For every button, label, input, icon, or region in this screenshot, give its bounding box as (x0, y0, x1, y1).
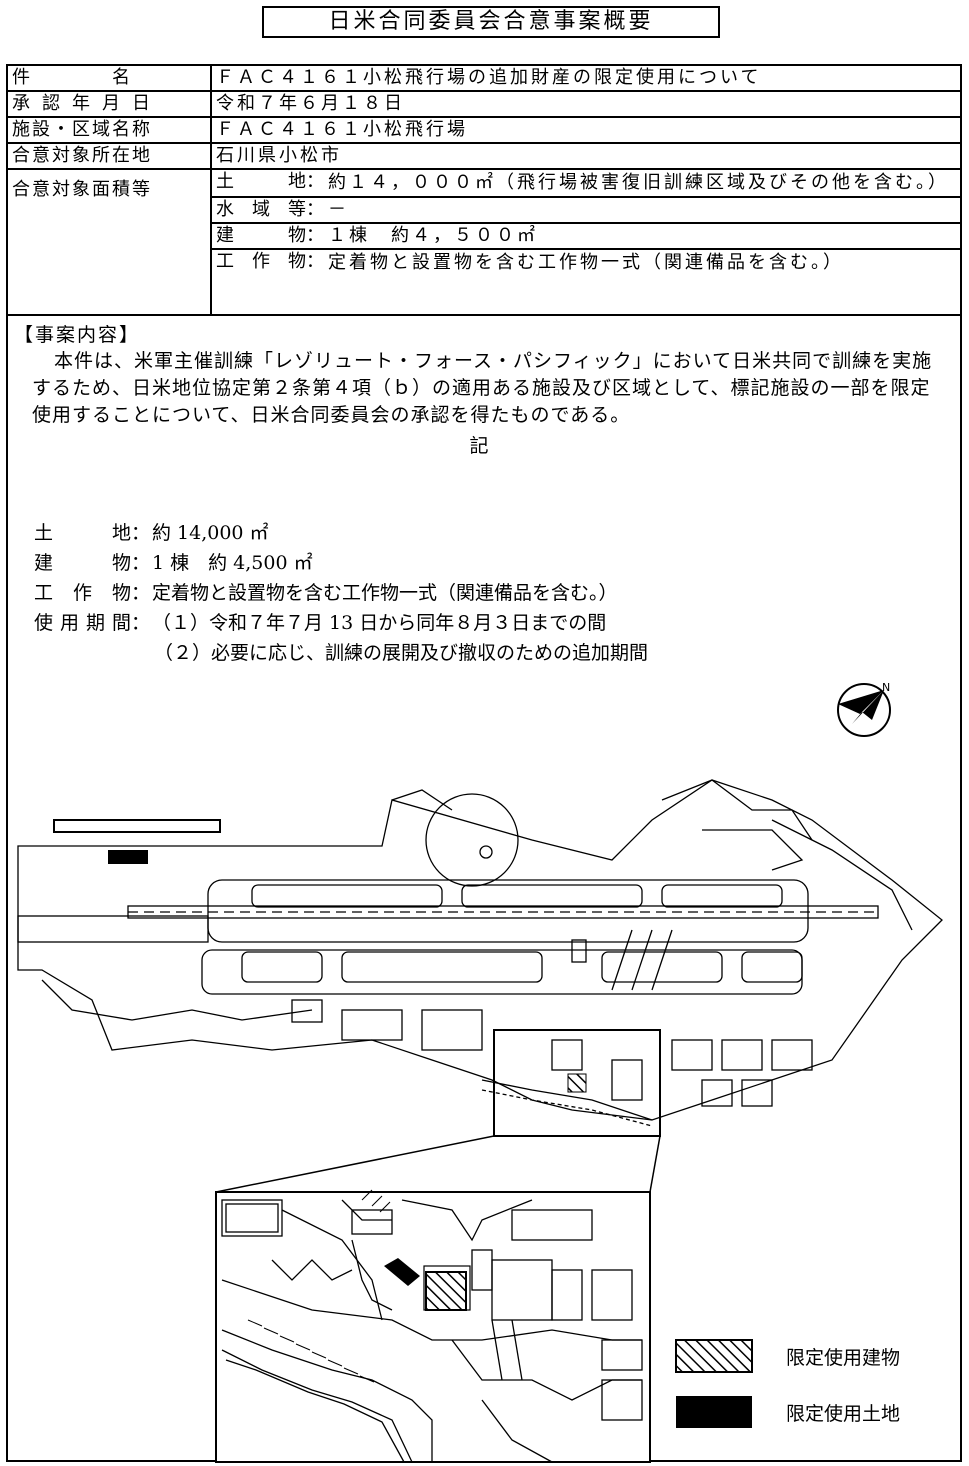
content-body: 本件は、米軍主催訓練「レゾリュート・フォース・パシフィック」において日米共同で訓… (32, 350, 933, 426)
document-title: 日米合同委員会合意事案概要 (262, 6, 720, 38)
legend-land-swatch (676, 1396, 752, 1428)
airfield-outline (17, 779, 943, 1127)
label-subject: 件 名 (6, 64, 212, 92)
airfield-map: N (17, 681, 943, 1463)
label-facility-name: 施設・区域名称 (6, 116, 212, 144)
area-land-key: 土地： (216, 171, 324, 192)
north-arrow-icon: N (837, 681, 891, 737)
row-facility-name: 施設・区域名称 ＦＡＣ４１６１小松飛行場 (6, 116, 962, 144)
area-structure-key: 工作物： (216, 251, 324, 272)
area-water: 水域等： － (212, 198, 960, 224)
row-subject: 件 名 ＦＡＣ４１６１小松飛行場の追加財産の限定使用について (6, 64, 962, 92)
legend-building-label: 限定使用建物 (786, 1347, 900, 1369)
detail-building: 建物： 1 棟 約 4,500 ㎡ (34, 548, 648, 578)
detail-period-item1: （１）令和７年７月 13 日から同年８月３日までの間 (152, 612, 607, 634)
value-approval-date: 令和７年６月１８日 (210, 90, 962, 118)
detail-land: 土地： 約 14,000 ㎡ (34, 518, 648, 548)
detail-structure-value: 定着物と設置物を含む工作物一式（関連備品を含む。） (152, 582, 618, 604)
inset-map (215, 1189, 651, 1463)
area-building-value: １棟 約４，５００㎡ (328, 225, 538, 246)
content-section: 【事案内容】 本件は、米軍主催訓練「レゾリュート・フォース・パシフィック」におい… (14, 322, 944, 459)
label-area: 合意対象面積等 (6, 168, 212, 316)
area-building: 建物： １棟 約４，５００㎡ (212, 224, 960, 250)
ki-mark: 記 (469, 435, 489, 457)
detail-period-key: 使用期間： (34, 612, 150, 634)
detail-period-extra: （２）必要に応じ、訓練の展開及び撤収のための追加期間 (34, 638, 648, 668)
details-list: 土地： 約 14,000 ㎡ 建物： 1 棟 約 4,500 ㎡ 工作物： 定着… (34, 518, 648, 668)
area-building-key: 建物： (216, 225, 324, 246)
detail-land-key: 土地： (34, 522, 150, 544)
north-label: N (882, 681, 890, 694)
content-heading: 【事案内容】 (14, 324, 141, 346)
label-location: 合意対象所在地 (6, 142, 212, 170)
label-subject-text: 件 名 (12, 67, 132, 88)
label-approval-date: 承認年月日 (6, 90, 212, 118)
area-structure: 工作物： 定着物と設置物を含む工作物一式（関連備品を含む。） (212, 250, 960, 276)
legend-land-label: 限定使用土地 (786, 1403, 900, 1425)
detail-period-item2: （２）必要に応じ、訓練の展開及び撤収のための追加期間 (154, 642, 649, 664)
area-water-value: － (328, 199, 349, 220)
value-subject: ＦＡＣ４１６１小松飛行場の追加財産の限定使用について (210, 64, 962, 92)
detail-period: 使用期間： （１）令和７年７月 13 日から同年８月３日までの間 (34, 608, 648, 638)
value-facility-name: ＦＡＣ４１６１小松飛行場 (210, 116, 962, 144)
area-land: 土地： 約１４，０００㎡（飛行場被害復旧訓練区域及びその他を含む。） (212, 170, 960, 198)
area-cell: 土地： 約１４，０００㎡（飛行場被害復旧訓練区域及びその他を含む。） 水域等： … (210, 168, 962, 316)
detail-land-value: 約 14,000 ㎡ (152, 522, 269, 544)
restricted-land-marker (108, 850, 148, 864)
detail-structure-key: 工作物： (34, 582, 150, 604)
inset-restricted-building (425, 1271, 467, 1311)
area-water-key: 水域等： (216, 199, 324, 220)
legend-building-swatch (675, 1339, 753, 1373)
restricted-building-marker (567, 1073, 587, 1093)
scale-bar (53, 819, 221, 833)
value-location: 石川県小松市 (210, 142, 962, 170)
inset-restricted-land (384, 1258, 420, 1286)
row-area: 合意対象面積等 土地： 約１４，０００㎡（飛行場被害復旧訓練区域及びその他を含む… (6, 168, 962, 316)
area-structure-value: 定着物と設置物を含む工作物一式（関連備品を含む。） (328, 252, 844, 273)
detail-building-key: 建物： (34, 552, 150, 574)
detail-structure: 工作物： 定着物と設置物を含む工作物一式（関連備品を含む。） (34, 578, 648, 608)
detail-building-value: 1 棟 約 4,500 ㎡ (152, 552, 313, 574)
summary-table: 件 名 ＦＡＣ４１６１小松飛行場の追加財産の限定使用について 承認年月日 令和７… (6, 64, 962, 316)
area-land-value: 約１４，０００㎡（飛行場被害復旧訓練区域及びその他を含む。） (328, 172, 949, 193)
legend: 限定使用建物 限定使用土地 (675, 1339, 900, 1428)
row-approval-date: 承認年月日 令和７年６月１８日 (6, 90, 962, 118)
row-location: 合意対象所在地 石川県小松市 (6, 142, 962, 170)
callout-box (493, 1029, 661, 1137)
